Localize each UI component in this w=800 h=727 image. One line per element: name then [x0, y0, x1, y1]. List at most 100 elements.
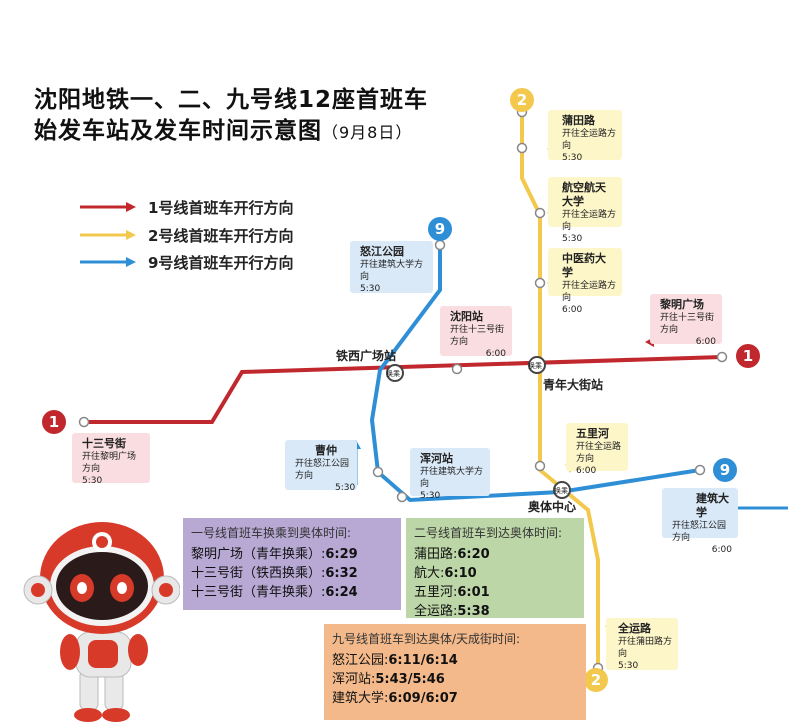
info-row-label: 建筑大学: — [332, 691, 389, 706]
card-liming: 黎明广场 开往十三号街方向 6:00 — [650, 294, 722, 347]
legend-line2: 2号线首班车开行方向 — [78, 224, 293, 246]
card-station-name: 航空航天大学 — [562, 181, 606, 208]
info-row: 十三号街（青年换乘）:6:24 — [191, 583, 393, 602]
legend-arrow-icon — [78, 200, 140, 214]
info-row-time: 5:38 — [457, 604, 490, 619]
info-row: 黎明广场（青年换乘）:6:29 — [191, 545, 393, 564]
metro-mascot-robot-icon — [23, 522, 180, 722]
info-row-label: 黎明广场（青年换乘）: — [191, 547, 326, 562]
info-row: 蒲田路:6:20 — [414, 545, 576, 564]
card-station-name: 十三号街 — [82, 437, 126, 450]
card-time: 6:00 — [576, 466, 597, 476]
card-time: 5:30 — [618, 661, 639, 671]
legend-line1: 1号线首班车开行方向 — [78, 196, 293, 218]
card-station-name: 黎明广场 — [660, 298, 704, 311]
card-direction: 开往全运路方向 — [562, 210, 617, 232]
card-nujiang: 怒江公园 开往建筑大学方向 5:30 — [350, 241, 433, 294]
card-hunhe: 浑河站 开往建筑大学方向 5:30 — [410, 448, 490, 501]
map-title-line1: 沈阳地铁一、二、九号线12座首班车 — [34, 87, 429, 113]
info-row: 怒江公园:6:11/6:14 — [332, 651, 578, 670]
card-time: 5:30 — [335, 483, 356, 493]
info-row: 航大:6:10 — [414, 564, 576, 583]
transfer-label-aoti: 换乘 — [554, 487, 568, 495]
card-shenyang: 沈阳站 开往十三号街方向 6:00 — [440, 306, 512, 359]
legend-label: 9号线首班车开行方向 — [148, 253, 294, 272]
info-row-label: 十三号街（铁西换乘）: — [191, 566, 326, 581]
info-row-time: 6:09/6:07 — [388, 691, 458, 706]
station-label-tiexi: 铁西广场站 — [336, 349, 397, 363]
transfer-label-qingnian: 换乘 — [528, 362, 542, 370]
card-time: 5:30 — [420, 491, 441, 501]
card-direction: 开往全运路方向 — [576, 442, 622, 464]
info-row-label: 航大: — [414, 566, 445, 581]
map-title-main: 始发车站及发车时间示意图 — [34, 118, 322, 144]
card-direction: 开往黎明广场方向 — [82, 452, 137, 474]
card-zhongyiyao: 中医药大学 开往全运路方向 6:00 — [548, 248, 622, 315]
info-row-time: 5:43/5:46 — [375, 672, 445, 687]
line1-badge-east: 1 — [736, 344, 760, 368]
info-row-time: 6:11/6:14 — [388, 653, 458, 668]
line1-badge-west: 1 — [42, 410, 66, 434]
card-wulihe: 五里河 开往全运路方向 6:00 — [566, 423, 628, 476]
card-station-name: 沈阳站 — [450, 310, 483, 323]
transfer-station-markers — [386, 356, 571, 499]
info-row-time: 6:20 — [457, 547, 490, 562]
card-direction: 开往十三号街方向 — [450, 325, 505, 347]
info-box-line2: 二号线首班车到达奥体时间: 蒲田路:6:20 航大:6:10 五里河:6:01 … — [406, 518, 584, 621]
info-box-line1: 一号线首班车换乘到奥体时间: 黎明广场（青年换乘）:6:29 十三号街（铁西换乘… — [183, 518, 401, 610]
legend-label: 2号线首班车开行方向 — [148, 226, 294, 245]
info-row: 十三号街（铁西换乘）:6:32 — [191, 564, 393, 583]
legend-label: 1号线首班车开行方向 — [148, 198, 294, 217]
card-shisan: 十三号街 开往黎明广场方向 5:30 — [72, 433, 150, 486]
map-title-line2: 始发车站及发车时间示意图（9月8日） — [34, 111, 412, 145]
line9-badge-east: 9 — [713, 458, 737, 482]
card-direction: 开往怒江公园方向 — [672, 521, 727, 543]
card-time: 5:30 — [562, 153, 583, 163]
info-row: 全运路:5:38 — [414, 602, 576, 621]
card-station-name: 蒲田路 — [562, 114, 595, 127]
card-station-name: 怒江公园 — [360, 245, 404, 258]
info-heading: 一号线首班车换乘到奥体时间: — [191, 526, 352, 540]
card-hangkong: 航空航天大学 开往全运路方向 5:30 — [548, 177, 622, 244]
card-station-name: 五里河 — [576, 427, 609, 440]
card-time: 5:30 — [360, 284, 381, 294]
card-time: 5:30 — [562, 234, 583, 244]
info-row-label: 五里河: — [414, 585, 458, 600]
card-direction: 开往十三号街方向 — [660, 313, 715, 335]
info-row-time: 6:32 — [325, 566, 358, 581]
info-row-label: 十三号街（青年换乘）: — [191, 585, 326, 600]
info-row-label: 全运路: — [414, 604, 458, 619]
card-station-name: 曹仲 — [315, 444, 337, 457]
transfer-label-tiexi: 换乘 — [386, 370, 400, 378]
card-time: 6:00 — [695, 337, 716, 347]
legend-line9: 9号线首班车开行方向 — [78, 251, 293, 273]
line2-badge-south: 2 — [584, 668, 608, 692]
line1-route — [84, 355, 723, 424]
legend-arrow-icon — [78, 228, 140, 242]
map-title-date: （9月8日） — [322, 123, 413, 142]
card-direction: 开往建筑大学方向 — [420, 467, 484, 489]
info-row-label: 浑河站: — [332, 672, 376, 687]
card-time: 5:30 — [82, 476, 103, 486]
card-direction: 开往蒲田路方向 — [618, 637, 673, 659]
card-station-name: 建筑大学 — [696, 492, 729, 519]
station-label-qingnian: 青年大街站 — [543, 378, 604, 392]
card-putian: 蒲田路 开往全运路方向 5:30 — [548, 110, 622, 163]
card-station-name: 中医药大学 — [562, 252, 606, 279]
legend-arrow-icon — [78, 255, 140, 269]
info-row-label: 怒江公园: — [332, 653, 389, 668]
line2-badge-north: 2 — [510, 88, 534, 112]
station-dots — [78, 106, 728, 674]
info-heading: 九号线首班车到达奥体/天成街时间: — [332, 632, 521, 646]
card-direction: 开往全运路方向 — [562, 129, 617, 151]
card-time: 6:00 — [711, 545, 732, 555]
card-jianzhu: 建筑大学 开往怒江公园方向 6:00 — [662, 488, 738, 555]
card-direction: 开往建筑大学方向 — [360, 260, 424, 282]
card-station-name: 浑河站 — [420, 452, 453, 465]
station-label-aoti: 奥体中心 — [528, 500, 577, 514]
card-cao: 曹仲 开往怒江公园方向 5:30 — [285, 440, 357, 493]
info-row: 浑河站:5:43/5:46 — [332, 670, 578, 689]
info-row-label: 蒲田路: — [414, 547, 458, 562]
card-direction: 开往全运路方向 — [562, 281, 617, 303]
info-row-time: 6:29 — [325, 547, 358, 562]
